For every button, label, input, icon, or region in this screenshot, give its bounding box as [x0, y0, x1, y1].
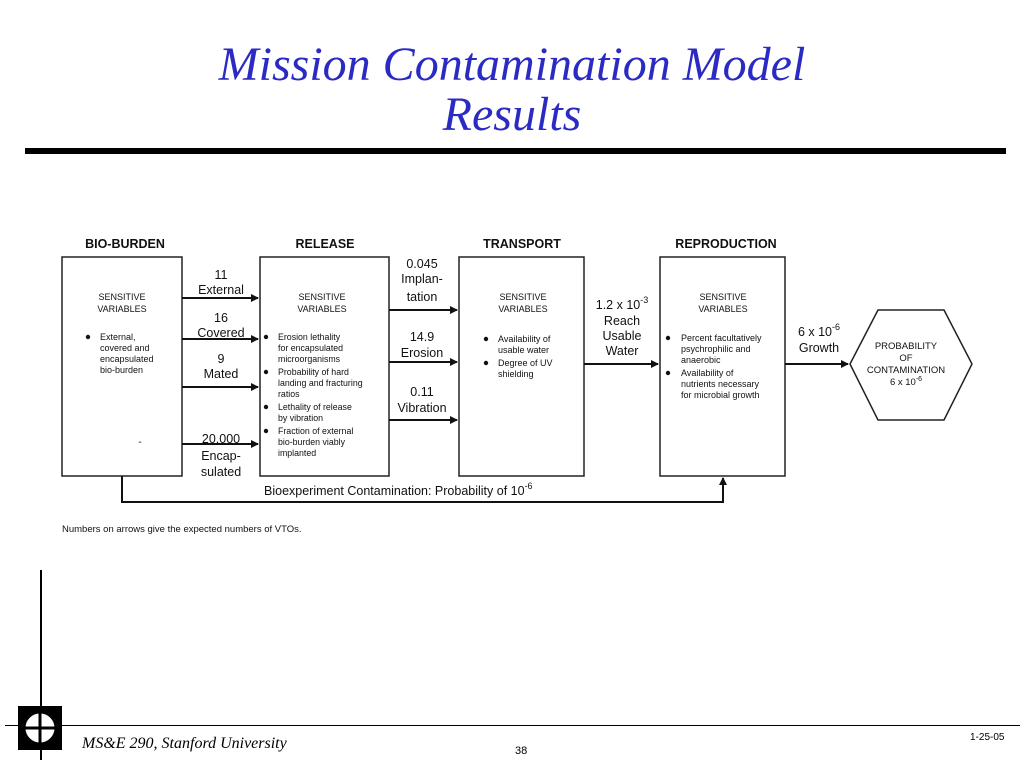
bullet-text-reproduction: Percent facultatively [681, 333, 762, 343]
box-sub-release: SENSITIVE [298, 292, 345, 302]
bullet-text-reproduction: psychrophilic and [681, 344, 751, 354]
title-line-2: Results [442, 88, 582, 141]
feedback-label-bg [258, 481, 592, 499]
result-hexagon [849, 309, 973, 421]
bullet-dot [263, 369, 269, 375]
bullet-dot [263, 334, 269, 340]
arrow-label-bio-release: 16 [214, 311, 228, 325]
bullet-text-release: Fraction of external [278, 426, 353, 436]
arrow-label-transport-reproduction: Reach [604, 314, 640, 328]
box-bio-burden [61, 256, 183, 477]
bullet-text-release: by vibration [278, 413, 323, 423]
bullet-text-reproduction: for microbial growth [681, 390, 760, 400]
result-text: OF [899, 353, 912, 364]
arrow-value-transport-reproduction: 1.2 x 10-3 [596, 295, 649, 312]
arrow-label-reproduction-result: Growth [799, 341, 839, 355]
result-value: 6 x 10-6 [890, 376, 922, 388]
bullet-dot [263, 404, 269, 410]
arrow-label-bio-release: 9 [218, 352, 225, 366]
arrow-label-bio-release: Covered [197, 326, 244, 340]
bullet-dot [665, 335, 671, 341]
bullet-text-release: for encapsulated [278, 343, 343, 353]
arrow-label-bio-release: 11 [215, 268, 228, 282]
bullet-text-reproduction: nutrients necessary [681, 379, 760, 389]
arrow-label-release-transport: 14.9 [410, 330, 434, 344]
arrow-label-bio-release: Mated [204, 367, 239, 381]
arrow-label-transport-reproduction: Usable [603, 329, 642, 343]
bullet-text-release: Erosion lethality [278, 332, 341, 342]
arrow-label-transport-reproduction: Water [606, 344, 639, 358]
bullet-text-release: Probability of hard [278, 367, 349, 377]
bullet-text-bio-burden: covered and [100, 343, 150, 353]
bullet-text-release: bio-burden viably [278, 437, 346, 447]
bullet-text-transport: usable water [498, 345, 549, 355]
page-title: Mission Contamination Model Results [0, 40, 1024, 140]
arrow-label-bio-release: sulated [201, 465, 241, 479]
box-sub-bio-burden: VARIABLES [97, 304, 146, 314]
box-heading-transport: TRANSPORT [483, 237, 561, 251]
arrow-label-release-transport: Erosion [401, 346, 443, 360]
feedback-arrow [121, 476, 727, 503]
page-number: 38 [515, 745, 528, 757]
result-text: CONTAMINATION [867, 365, 945, 376]
box-reproduction [659, 256, 786, 477]
arrow-value-reproduction-result: 6 x 10-6 [798, 322, 840, 339]
arrow-label-release-transport: Implan- [401, 272, 443, 286]
box-sub-bio-burden: SENSITIVE [98, 292, 145, 302]
bullet-text-release: ratios [278, 389, 300, 399]
arrow-label-release-transport: 0.045 [406, 257, 437, 271]
bullet-text-transport: Degree of UV [498, 358, 553, 368]
crosshair-logo-icon [18, 706, 62, 750]
box-sub-reproduction: SENSITIVE [699, 292, 746, 302]
bullet-text-bio-burden: bio-burden [100, 365, 143, 375]
bullet-text-bio-burden: encapsulated [100, 354, 154, 364]
arrow-label-release-transport: 0.11 [410, 385, 433, 399]
footer-date: 1-25-05 [970, 732, 1005, 743]
arrow-label-release-transport: tation [407, 290, 438, 304]
bullet-text-release: microorganisms [278, 354, 341, 364]
bullet-dot [85, 334, 91, 340]
bullet-dot [263, 428, 269, 434]
box-sub-reproduction: VARIABLES [698, 304, 747, 314]
bullet-dot [483, 336, 489, 342]
box-sub-release: VARIABLES [297, 304, 346, 314]
diagram-footnote: Numbers on arrows give the expected numb… [62, 524, 302, 535]
bullet-text-release: Lethality of release [278, 402, 352, 412]
bullet-dot [665, 370, 671, 376]
box-heading-reproduction: REPRODUCTION [675, 237, 776, 251]
title-line-1: Mission Contamination Model [218, 38, 806, 91]
box-sub-transport: SENSITIVE [499, 292, 546, 302]
title-rule [25, 148, 1006, 154]
footer-course: MS&E 290, Stanford University [82, 735, 287, 752]
bullet-text-transport: shielding [498, 369, 534, 379]
arrow-label-release-transport: Vibration [397, 401, 446, 415]
arrow-label-bio-release: External [198, 283, 244, 297]
footer-rule [5, 725, 1020, 726]
bullet-dot [483, 360, 489, 366]
bullet-text-release: landing and fracturing [278, 378, 363, 388]
bullet-text-reproduction: Availability of [681, 368, 734, 378]
bullet-text-reproduction: anaerobic [681, 355, 721, 365]
feedback-label: Bioexperiment Contamination: Probability… [264, 481, 533, 498]
bullet-text-release: implanted [278, 448, 316, 458]
arrow-label-bio-release: Encap- [201, 449, 241, 463]
box-heading-bio-burden: BIO-BURDEN [85, 237, 165, 251]
bullet-text-bio-burden: External, [100, 332, 136, 342]
stray-mark: - [138, 437, 141, 448]
arrow-label-bio-release: 20,000 [202, 432, 240, 446]
box-release [259, 256, 390, 477]
box-heading-release: RELEASE [295, 237, 354, 251]
result-text: PROBABILITY [875, 341, 938, 352]
corner-vertical-line [40, 570, 42, 760]
box-sub-transport: VARIABLES [498, 304, 547, 314]
box-transport [458, 256, 585, 477]
bullet-text-transport: Availability of [498, 334, 551, 344]
